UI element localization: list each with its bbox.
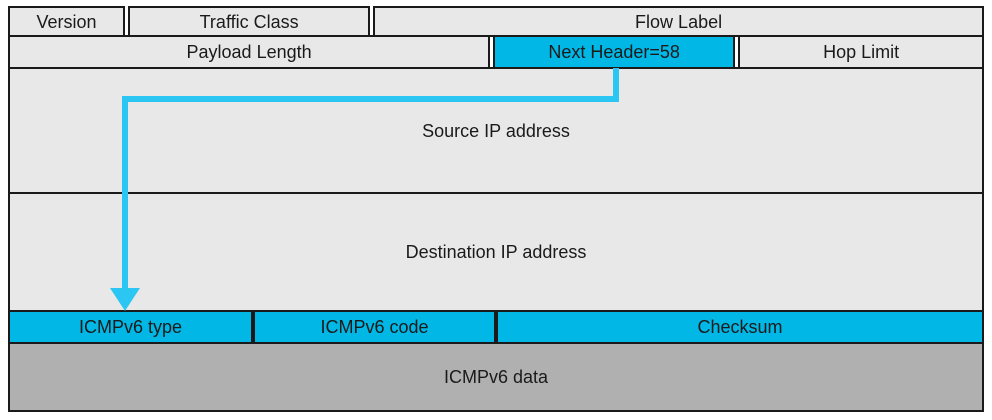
field-icmpv6-code: ICMPv6 code <box>252 310 496 344</box>
ipv6-header-word1-row: Version Traffic Class Flow Label <box>8 6 984 37</box>
icmpv6-data-row: ICMPv6 data <box>8 342 984 412</box>
field-source-ip-address: Source IP address <box>8 67 984 194</box>
field-traffic-class: Traffic Class <box>128 6 371 37</box>
field-payload-length: Payload Length <box>8 35 491 69</box>
field-version: Version <box>8 6 126 37</box>
field-icmpv6-checksum: Checksum <box>495 310 984 344</box>
field-destination-ip-address: Destination IP address <box>8 192 984 312</box>
field-hop-limit: Hop Limit <box>738 35 984 69</box>
arrow-segment-vertical-descent <box>122 100 128 289</box>
arrow-segment-drop-from-next-header <box>613 68 619 102</box>
source-address-row: Source IP address <box>8 67 984 194</box>
ipv6-header-word2-row: Payload Length Next Header=58 Hop Limit <box>8 35 984 69</box>
arrow-down-head-icon <box>110 288 140 311</box>
field-next-header: Next Header=58 <box>493 35 736 69</box>
icmpv6-header-row: ICMPv6 type ICMPv6 code Checksum <box>8 310 984 344</box>
field-icmpv6-type: ICMPv6 type <box>8 310 253 344</box>
ipv6-icmpv6-packet-diagram: Version Traffic Class Flow Label Payload… <box>8 6 984 412</box>
field-icmpv6-data: ICMPv6 data <box>8 342 984 412</box>
field-flow-label: Flow Label <box>373 6 984 37</box>
arrow-segment-horizontal <box>122 96 619 102</box>
destination-address-row: Destination IP address <box>8 192 984 312</box>
